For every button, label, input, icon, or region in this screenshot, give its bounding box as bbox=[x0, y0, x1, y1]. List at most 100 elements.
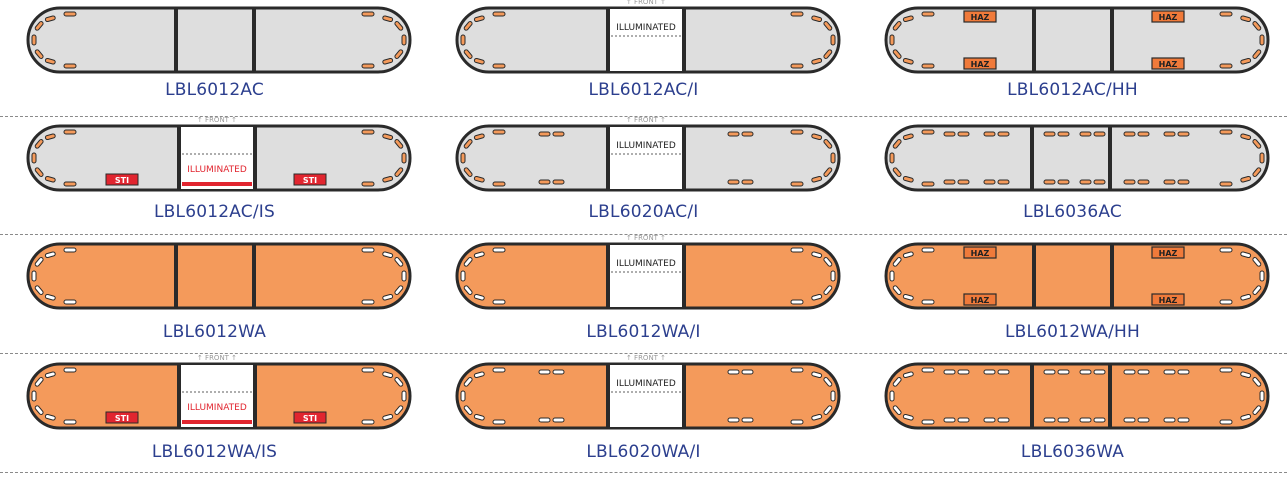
end-led bbox=[463, 257, 473, 267]
lens-led bbox=[552, 417, 565, 423]
lightbar-lbl6020wa-i: ↑ FRONT ↑ILLUMINATED bbox=[455, 354, 841, 430]
haz-lamp bbox=[963, 246, 997, 259]
end-led bbox=[1252, 257, 1262, 267]
illuminated-text: ILLUMINATED bbox=[187, 165, 247, 175]
end-led bbox=[401, 34, 407, 46]
end-led bbox=[382, 175, 394, 183]
bottom-led bbox=[63, 63, 77, 69]
bottom-led bbox=[492, 181, 506, 187]
end-led bbox=[1240, 57, 1252, 65]
end-led bbox=[902, 57, 914, 65]
lightbar-lbl6012ac bbox=[26, 6, 412, 74]
lens-led bbox=[1123, 131, 1136, 137]
top-led bbox=[1219, 367, 1233, 373]
illuminated-text: ILLUMINATED bbox=[616, 23, 676, 33]
haz-label: HAZ bbox=[971, 296, 990, 305]
lens-led bbox=[538, 417, 551, 423]
end-led bbox=[892, 257, 902, 267]
lens-led bbox=[1043, 179, 1056, 185]
lens-led bbox=[997, 417, 1010, 423]
bottom-led bbox=[790, 63, 804, 69]
top-led bbox=[1219, 11, 1233, 17]
bottom-led bbox=[921, 299, 935, 305]
model-label: LBL6012AC/I bbox=[588, 80, 699, 100]
end-led bbox=[1240, 371, 1252, 379]
lightbar-diagram: ↑ FRONT ↑ILLUMINATED bbox=[455, 354, 841, 430]
illuminated-text: ILLUMINATED bbox=[616, 141, 676, 151]
haz-lamp bbox=[1151, 293, 1185, 306]
end-led bbox=[902, 371, 914, 379]
bottom-led bbox=[361, 181, 375, 187]
lens-led bbox=[1177, 417, 1190, 423]
end-led bbox=[34, 21, 44, 31]
end-led bbox=[460, 152, 466, 164]
end-led bbox=[1240, 15, 1252, 23]
lens-led bbox=[1057, 179, 1070, 185]
lens-led bbox=[983, 179, 996, 185]
end-led bbox=[1240, 133, 1252, 141]
end-led bbox=[823, 139, 833, 149]
illuminated-panel bbox=[608, 245, 684, 307]
end-led bbox=[44, 293, 56, 301]
end-led bbox=[830, 390, 836, 402]
end-led bbox=[473, 371, 485, 379]
lens-led bbox=[957, 369, 970, 375]
lightbar-lbl6012wa-i: ↑ FRONT ↑ILLUMINATED bbox=[455, 234, 841, 310]
end-led bbox=[473, 251, 485, 259]
lightbar-diagram: ↑ FRONT ↑ILLUMINATED bbox=[455, 0, 841, 74]
lens-led bbox=[1043, 369, 1056, 375]
end-led bbox=[1240, 293, 1252, 301]
lens-led bbox=[1137, 179, 1150, 185]
lightbar-lbl6012ac-i: ↑ FRONT ↑ILLUMINATED bbox=[455, 0, 841, 74]
end-led bbox=[394, 21, 404, 31]
top-led bbox=[361, 129, 375, 135]
lens-led bbox=[1137, 369, 1150, 375]
row-divider bbox=[0, 353, 1287, 354]
lens-led bbox=[1057, 131, 1070, 137]
lens-led bbox=[957, 179, 970, 185]
lens-led bbox=[538, 179, 551, 185]
end-led bbox=[892, 377, 902, 387]
row-divider bbox=[0, 234, 1287, 235]
end-led bbox=[382, 133, 394, 141]
haz-lamp bbox=[1151, 246, 1185, 259]
end-led bbox=[811, 15, 823, 23]
lightbar-card: ↑ FRONT ↑ILLUMINATED LBL6012AC/I bbox=[429, 0, 858, 117]
end-led bbox=[830, 270, 836, 282]
lens-led bbox=[1123, 179, 1136, 185]
catalog-row-3: LBL6012WA ↑ FRONT ↑ILLUMINATED LBL6012WA… bbox=[0, 234, 1287, 353]
end-led bbox=[892, 21, 902, 31]
lens-led bbox=[997, 131, 1010, 137]
end-led bbox=[31, 34, 37, 46]
haz-label: HAZ bbox=[1159, 249, 1178, 258]
end-led bbox=[473, 15, 485, 23]
bottom-led bbox=[790, 181, 804, 187]
end-led bbox=[394, 377, 404, 387]
end-led bbox=[811, 133, 823, 141]
end-led bbox=[463, 167, 473, 177]
haz-label: HAZ bbox=[1159, 13, 1178, 22]
end-led bbox=[823, 21, 833, 31]
end-led bbox=[463, 285, 473, 295]
illuminated-text: ILLUMINATED bbox=[616, 259, 676, 269]
lens-led bbox=[1163, 369, 1176, 375]
sti-lamp bbox=[293, 411, 327, 424]
bottom-led bbox=[790, 419, 804, 425]
end-led bbox=[34, 139, 44, 149]
lens-led bbox=[983, 369, 996, 375]
lens-led bbox=[1177, 369, 1190, 375]
lightbar-diagram: ↑ FRONT ↑ILLUMINATED bbox=[455, 116, 841, 192]
lightbar-lbl6036wa bbox=[884, 362, 1270, 430]
lens-led bbox=[997, 369, 1010, 375]
end-led bbox=[823, 377, 833, 387]
top-led bbox=[63, 129, 77, 135]
model-label: LBL6012WA/I bbox=[586, 322, 701, 342]
end-led bbox=[394, 167, 404, 177]
end-led bbox=[394, 139, 404, 149]
end-led bbox=[44, 15, 56, 23]
